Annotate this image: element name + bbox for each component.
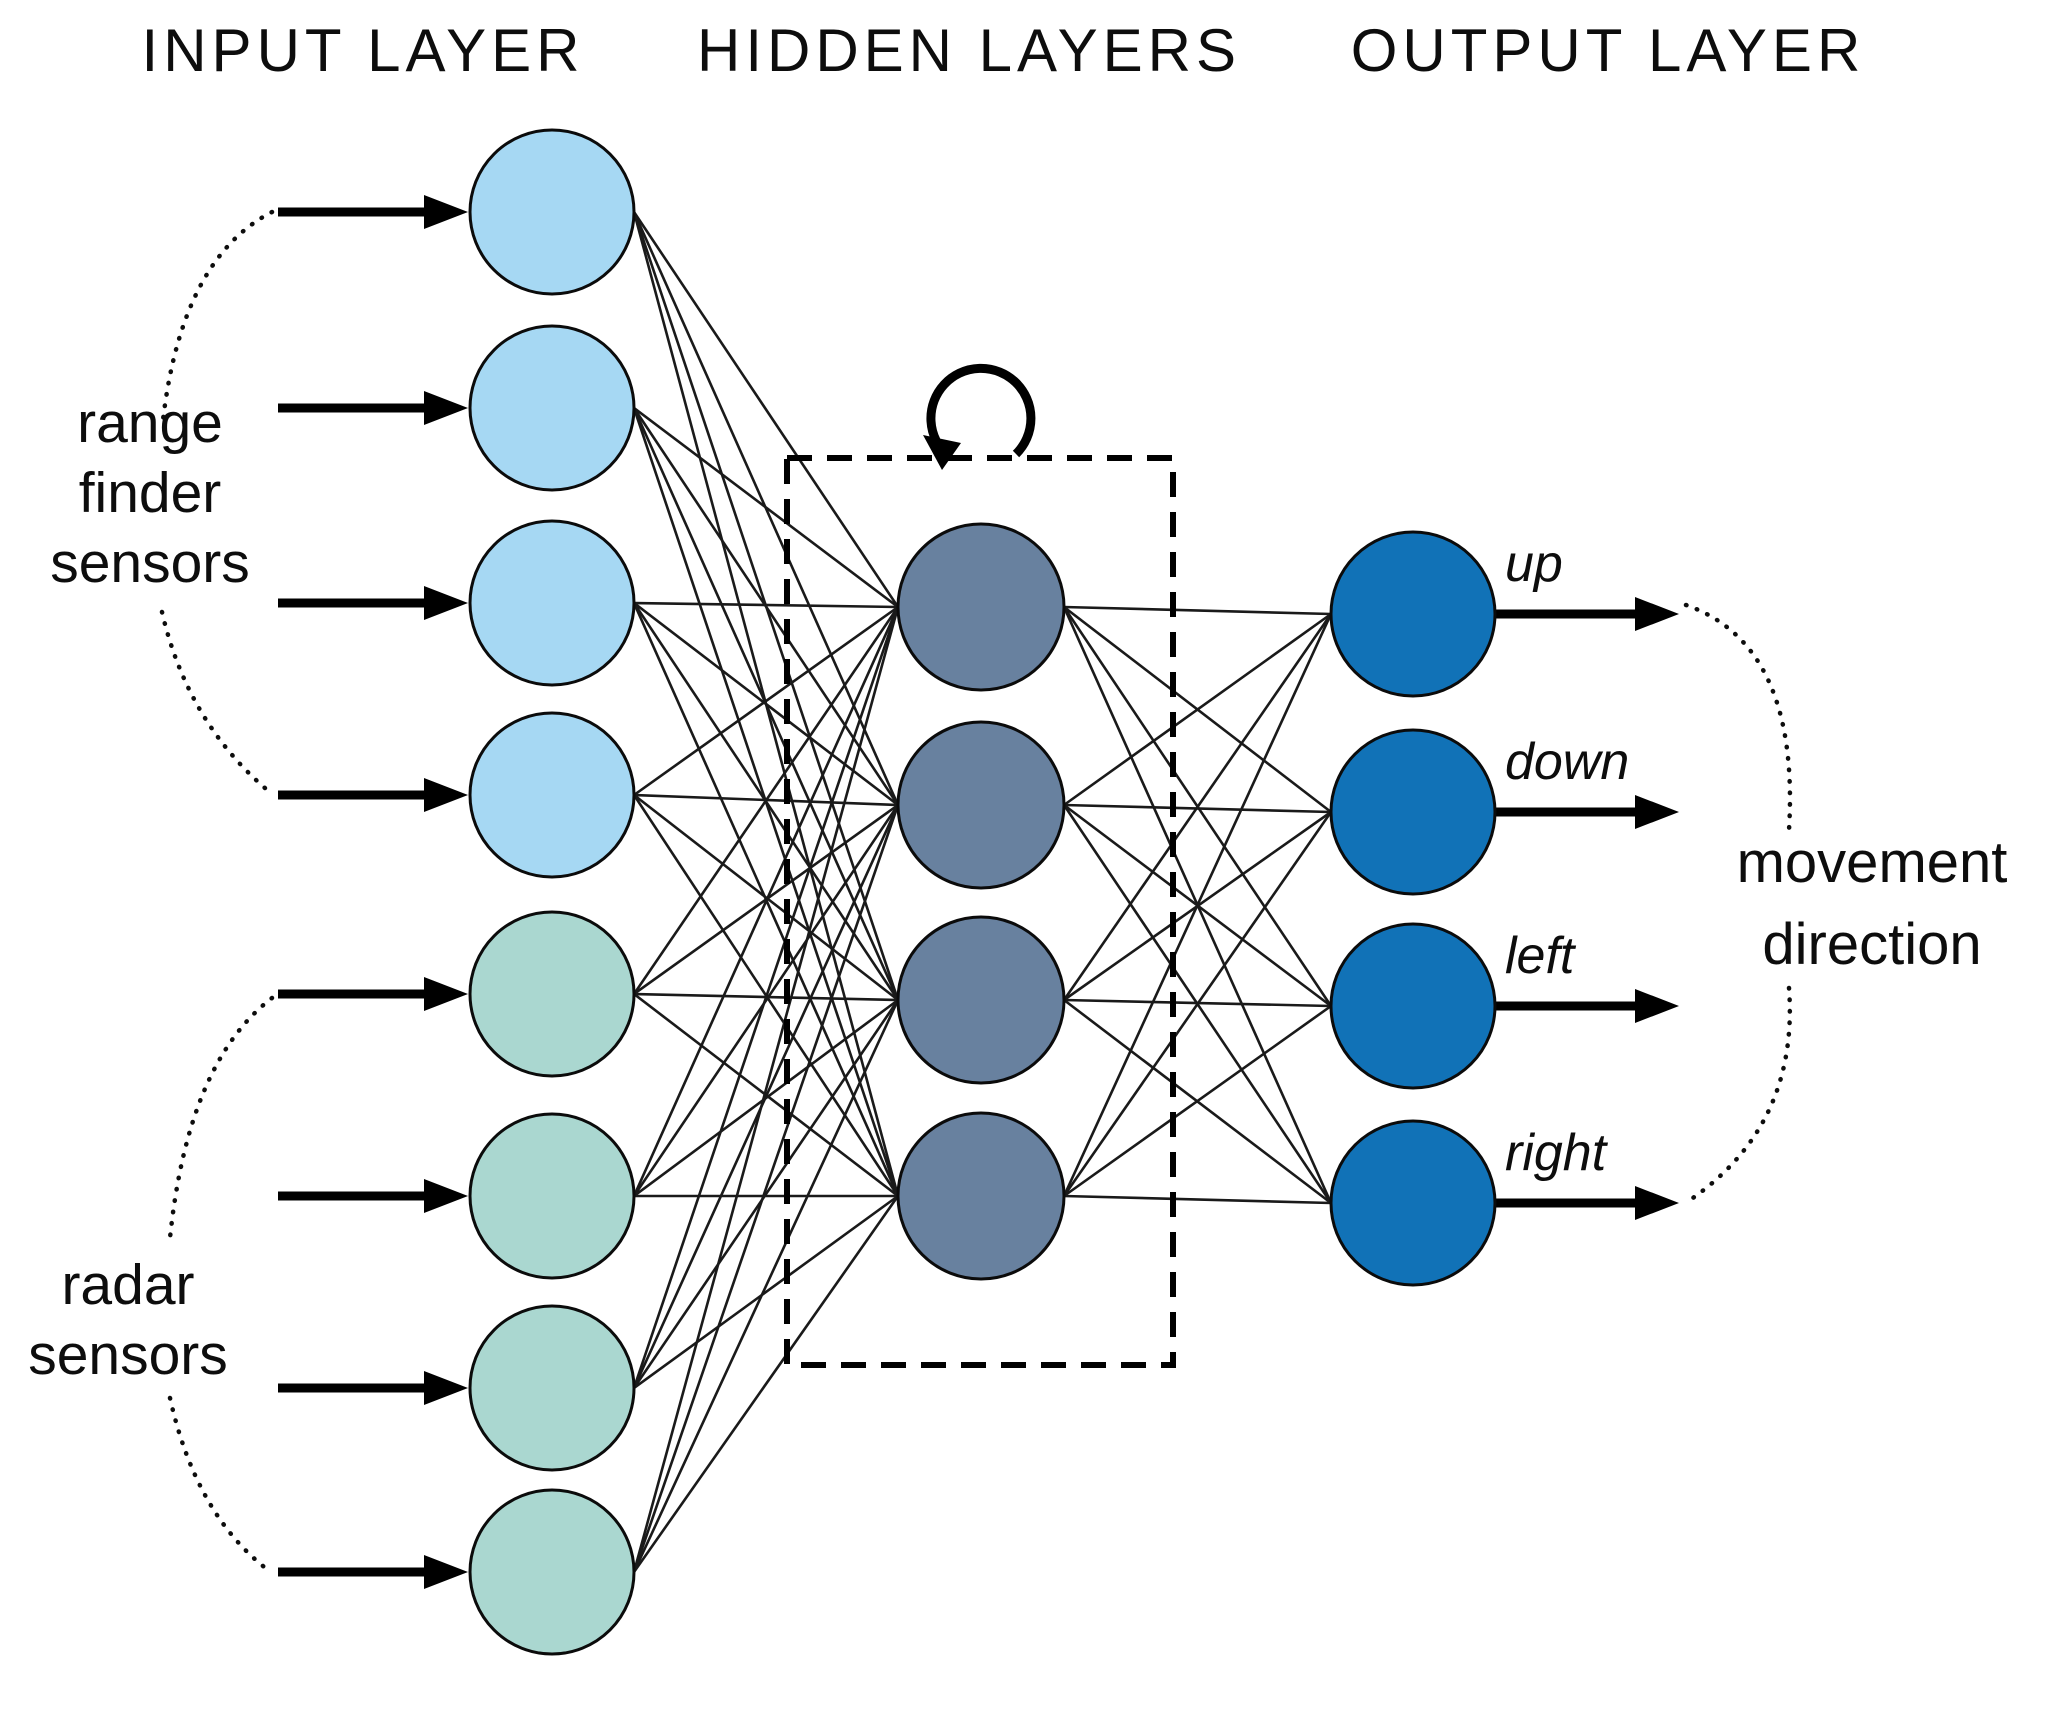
edge-input-hidden <box>633 601 899 609</box>
range-finder-line-1: range <box>77 391 223 455</box>
input-node-6 <box>468 1112 636 1280</box>
edge-input-hidden <box>632 211 900 608</box>
edge-input-hidden <box>632 804 900 1573</box>
edge-input-hidden <box>633 793 899 1002</box>
output-node-up <box>1329 530 1497 698</box>
input-arrow-head-icon <box>424 778 468 812</box>
input-node-7 <box>468 1304 636 1472</box>
edge-input-hidden <box>633 1194 899 1390</box>
input-node-8 <box>468 1488 636 1656</box>
edge-hidden-output <box>1062 613 1333 1001</box>
output-node-right <box>1329 1119 1497 1287</box>
edge-lines-group <box>632 211 1333 1573</box>
output-arrow-head-icon <box>1635 795 1679 829</box>
io-arrows-group <box>278 195 1679 1589</box>
movement-direction-label: movement direction <box>1737 822 2008 986</box>
movement-line-1: movement <box>1736 830 2008 895</box>
edge-input-hidden <box>632 606 900 1573</box>
edge-hidden-output <box>1063 612 1332 807</box>
brace-radar-top <box>167 995 275 1241</box>
edge-input-hidden <box>633 601 899 807</box>
input-arrow-head-icon <box>424 1371 468 1405</box>
output-node-down <box>1329 728 1497 896</box>
hidden-node-3 <box>896 915 1066 1085</box>
output-label-left: left <box>1505 927 1575 985</box>
edge-hidden-output <box>1062 811 1333 1197</box>
output-arrow-head-icon <box>1635 597 1679 631</box>
brace-range-finder-bottom <box>159 609 275 797</box>
input-node-5 <box>468 910 636 1078</box>
edge-input-hidden <box>633 605 899 797</box>
input-arrow-head-icon <box>424 1555 468 1589</box>
range-finder-sensors-label: range finder sensors <box>50 388 250 598</box>
input-node-1 <box>468 128 636 296</box>
edge-input-hidden <box>632 606 900 1389</box>
radar-sensors-label: radar sensors <box>28 1250 228 1390</box>
range-finder-line-2: finder <box>78 461 222 525</box>
output-label-up: up <box>1505 535 1563 593</box>
edge-input-hidden <box>632 804 900 1389</box>
output-label-down: down <box>1505 733 1630 791</box>
brace-radar-bottom <box>167 1395 271 1573</box>
recurrent-loop-arrowhead-icon <box>923 435 961 470</box>
edge-hidden-output <box>1063 1194 1332 1205</box>
recurrent-dashed-box <box>784 455 1176 1368</box>
edge-hidden-output <box>1062 613 1333 1197</box>
input-node-2 <box>468 324 636 492</box>
edge-input-hidden <box>633 406 899 609</box>
input-arrow-head-icon <box>424 195 468 229</box>
input-arrow-head-icon <box>424 977 468 1011</box>
output-layer-title: OUTPUT LAYER <box>1350 17 1866 84</box>
brace-range-finder-top <box>160 209 275 423</box>
hidden-layers-title: HIDDEN LAYERS <box>696 17 1242 84</box>
output-node-left <box>1329 922 1497 1090</box>
edge-input-hidden <box>632 606 900 1197</box>
neuron-nodes-group <box>468 128 1497 1656</box>
input-layer-title: INPUT LAYER <box>141 17 585 84</box>
output-label-right: right <box>1505 1124 1607 1182</box>
hidden-node-4 <box>896 1111 1066 1281</box>
recurrent-loop-arc <box>926 363 1036 460</box>
range-finder-line-3: sensors <box>50 531 250 595</box>
output-arrow-head-icon <box>1635 1186 1679 1220</box>
brace-movement-bottom <box>1687 985 1793 1203</box>
brace-movement-top <box>1683 602 1793 833</box>
input-node-3 <box>468 519 636 687</box>
radar-line-1: radar <box>61 1253 195 1317</box>
recurrent-dashed-box-group <box>784 455 1176 1368</box>
dotted-brace-curves-group <box>159 209 1793 1573</box>
hidden-node-1 <box>896 522 1066 692</box>
input-arrow-head-icon <box>424 1179 468 1213</box>
input-node-4 <box>468 711 636 879</box>
edge-input-hidden <box>632 999 900 1389</box>
edge-hidden-output <box>1063 605 1332 616</box>
radar-line-2: sensors <box>28 1323 228 1387</box>
edge-input-hidden <box>632 606 900 995</box>
edge-hidden-output <box>1063 1004 1332 1198</box>
recurrent-loop-arrow-group <box>923 363 1036 470</box>
output-arrow-head-icon <box>1635 989 1679 1023</box>
input-arrow-head-icon <box>424 391 468 425</box>
edge-input-hidden <box>632 1195 900 1573</box>
movement-line-2: direction <box>1762 912 1982 977</box>
input-arrow-head-icon <box>424 586 468 620</box>
hidden-node-2 <box>896 720 1066 890</box>
edge-input-hidden <box>632 999 900 1573</box>
